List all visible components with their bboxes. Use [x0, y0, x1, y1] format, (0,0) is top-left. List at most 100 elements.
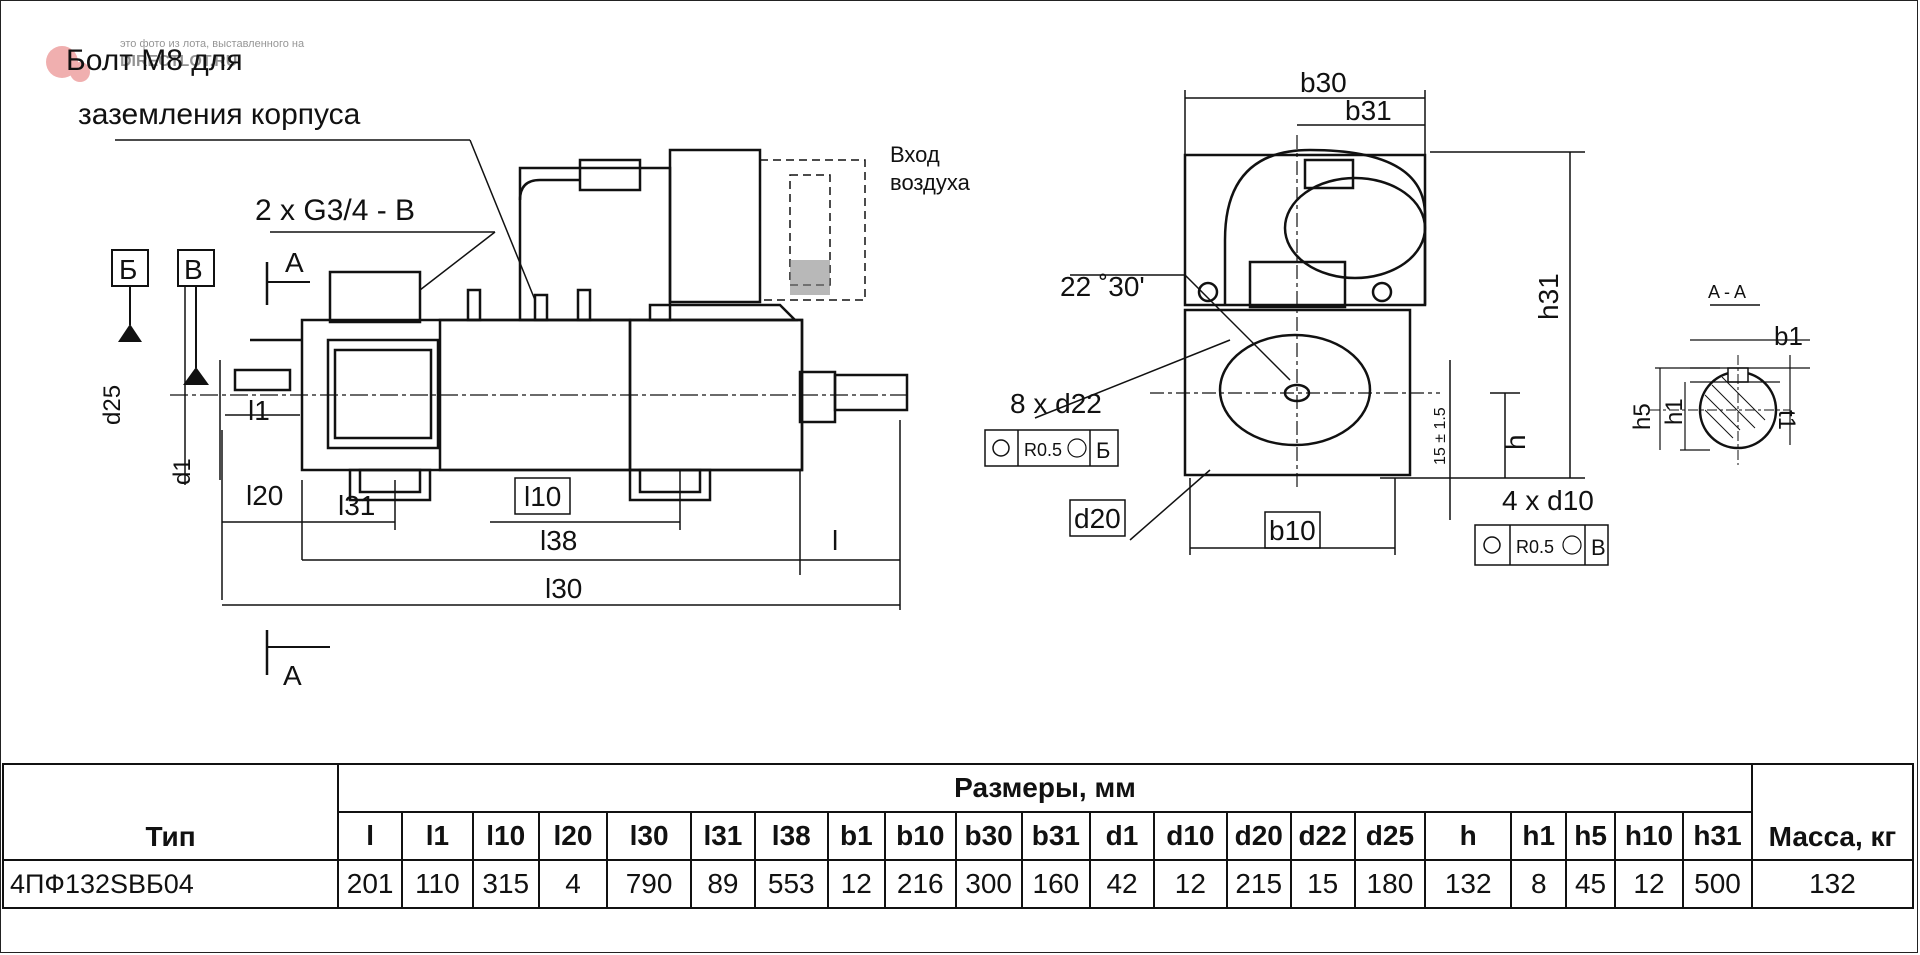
watermark-logo-icon	[46, 46, 78, 78]
dim-l1: l1	[248, 395, 270, 426]
mass-header: Масса, кг	[1750, 763, 1915, 861]
column-header-l20: l20	[537, 811, 609, 861]
column-header-d22: d22	[1289, 811, 1356, 861]
angle-label: 22 ˚30'	[1060, 271, 1145, 302]
value-cell-d25: 180	[1353, 859, 1427, 909]
watermark-caption: это фото из лота, выставленного на	[120, 38, 305, 50]
column-header-l: l	[337, 811, 404, 861]
column-header-d25: d25	[1353, 811, 1427, 861]
column-header-d20: d20	[1225, 811, 1292, 861]
dim-d1: d1	[169, 458, 196, 485]
technical-drawing: это фото из лота, выставленного на DIREC…	[46, 38, 1810, 691]
dim-b31: b31	[1345, 95, 1392, 126]
value-cell-l38: 553	[753, 859, 829, 909]
type-cell: 4ПФ132SBБ04	[1, 859, 340, 909]
dim-15: 15 ± 1.5	[1432, 407, 1449, 465]
end-view-dimensions	[1034, 90, 1585, 555]
column-header-l30: l30	[606, 811, 692, 861]
svg-text:Б: Б	[1096, 438, 1110, 463]
pipe-note: 2 x G3/4 - B	[255, 194, 415, 227]
value-cell-d1: 42	[1089, 859, 1155, 909]
svg-text:В: В	[184, 254, 203, 285]
air-inlet-line1: Вход	[890, 142, 940, 167]
column-header-b1: b1	[826, 811, 886, 861]
bolt-note-line1: Болт М8 для	[66, 44, 243, 77]
value-cell-l31: 89	[689, 859, 756, 909]
column-header-h: h	[1424, 811, 1513, 861]
datum-b: Б	[111, 249, 149, 342]
svg-text:h5: h5	[1629, 403, 1656, 430]
column-header-b30: b30	[954, 811, 1023, 861]
shaft-section: A - A b1 h5 h1 t1	[1629, 282, 1810, 465]
dim-l10: l10	[524, 481, 561, 512]
svg-text:А: А	[285, 247, 304, 278]
dim-d25: d25	[99, 385, 126, 425]
dim-b30: b30	[1300, 67, 1347, 98]
dim-b10: b10	[1269, 515, 1316, 546]
motor-end-view	[1183, 148, 1427, 477]
type-header: Тип	[1, 763, 340, 861]
mmc-icon	[1562, 535, 1582, 555]
watermark-site: DIRECTLOT.RU	[120, 53, 237, 70]
svg-text:t1: t1	[1773, 410, 1800, 430]
column-header-h1: h1	[1510, 811, 1568, 861]
svg-text:A - A: A - A	[1708, 282, 1746, 302]
air-inlet-line2: воздуха	[890, 170, 971, 195]
side-view-dimensions	[184, 285, 901, 610]
bolt-note-line2: заземления корпуса	[78, 98, 361, 131]
tolerance-frame-2: R0.5 В	[1474, 524, 1609, 566]
section-mark-top: А	[265, 247, 310, 305]
dim-l20: l20	[246, 480, 283, 511]
value-cell-h31: 500	[1682, 859, 1753, 909]
svg-text:h1: h1	[1661, 398, 1688, 425]
value-cell-l30: 790	[606, 859, 692, 909]
value-cell-l10: 315	[471, 859, 540, 909]
svg-text:В: В	[1591, 535, 1606, 560]
position-icon	[992, 439, 1010, 457]
column-header-d10: d10	[1152, 811, 1228, 861]
value-cell-h5: 45	[1565, 859, 1616, 909]
tolerance-frame-1: R0.5 Б	[984, 429, 1119, 467]
value-cell-b30: 300	[954, 859, 1023, 909]
column-header-d1: d1	[1089, 811, 1155, 861]
column-header-h31: h31	[1682, 811, 1753, 861]
value-cell-l20: 4	[537, 859, 609, 909]
svg-text:А: А	[283, 660, 302, 691]
dim-h: h	[1500, 434, 1531, 450]
dim-l31: l31	[338, 490, 375, 521]
section-mark-bottom: А	[265, 630, 330, 691]
value-cell-h: 132	[1424, 859, 1513, 909]
column-header-l10: l10	[471, 811, 540, 861]
datum-v: В	[177, 249, 215, 385]
position-icon	[1483, 536, 1501, 554]
column-header-b10: b10	[883, 811, 957, 861]
value-cell-l1: 110	[401, 859, 474, 909]
value-cell-l: 201	[337, 859, 404, 909]
value-cell-b1: 12	[826, 859, 886, 909]
column-header-h10: h10	[1613, 811, 1685, 861]
svg-text:Б: Б	[119, 254, 137, 285]
column-header-h5: h5	[1565, 811, 1616, 861]
svg-text:R0.5: R0.5	[1024, 440, 1062, 460]
value-cell-b31: 160	[1020, 859, 1092, 909]
value-cell-h1: 8	[1510, 859, 1568, 909]
column-header-l38: l38	[753, 811, 829, 861]
holes-d10: 4 x d10	[1502, 485, 1594, 516]
dim-d20: d20	[1074, 503, 1121, 534]
mmc-icon	[1067, 438, 1087, 458]
svg-text:R0.5: R0.5	[1516, 537, 1554, 557]
mass-cell: 132	[1750, 859, 1915, 909]
watermark: это фото из лота, выставленного на DIREC…	[46, 38, 305, 82]
bottom-strip	[2, 907, 1914, 953]
value-cell-d22: 15	[1289, 859, 1356, 909]
value-cell-h10: 12	[1613, 859, 1685, 909]
svg-text:b1: b1	[1774, 321, 1803, 351]
value-cell-d10: 12	[1152, 859, 1228, 909]
value-cell-d20: 215	[1225, 859, 1292, 909]
dim-l38: l38	[540, 525, 577, 556]
dim-l: l	[832, 525, 838, 556]
